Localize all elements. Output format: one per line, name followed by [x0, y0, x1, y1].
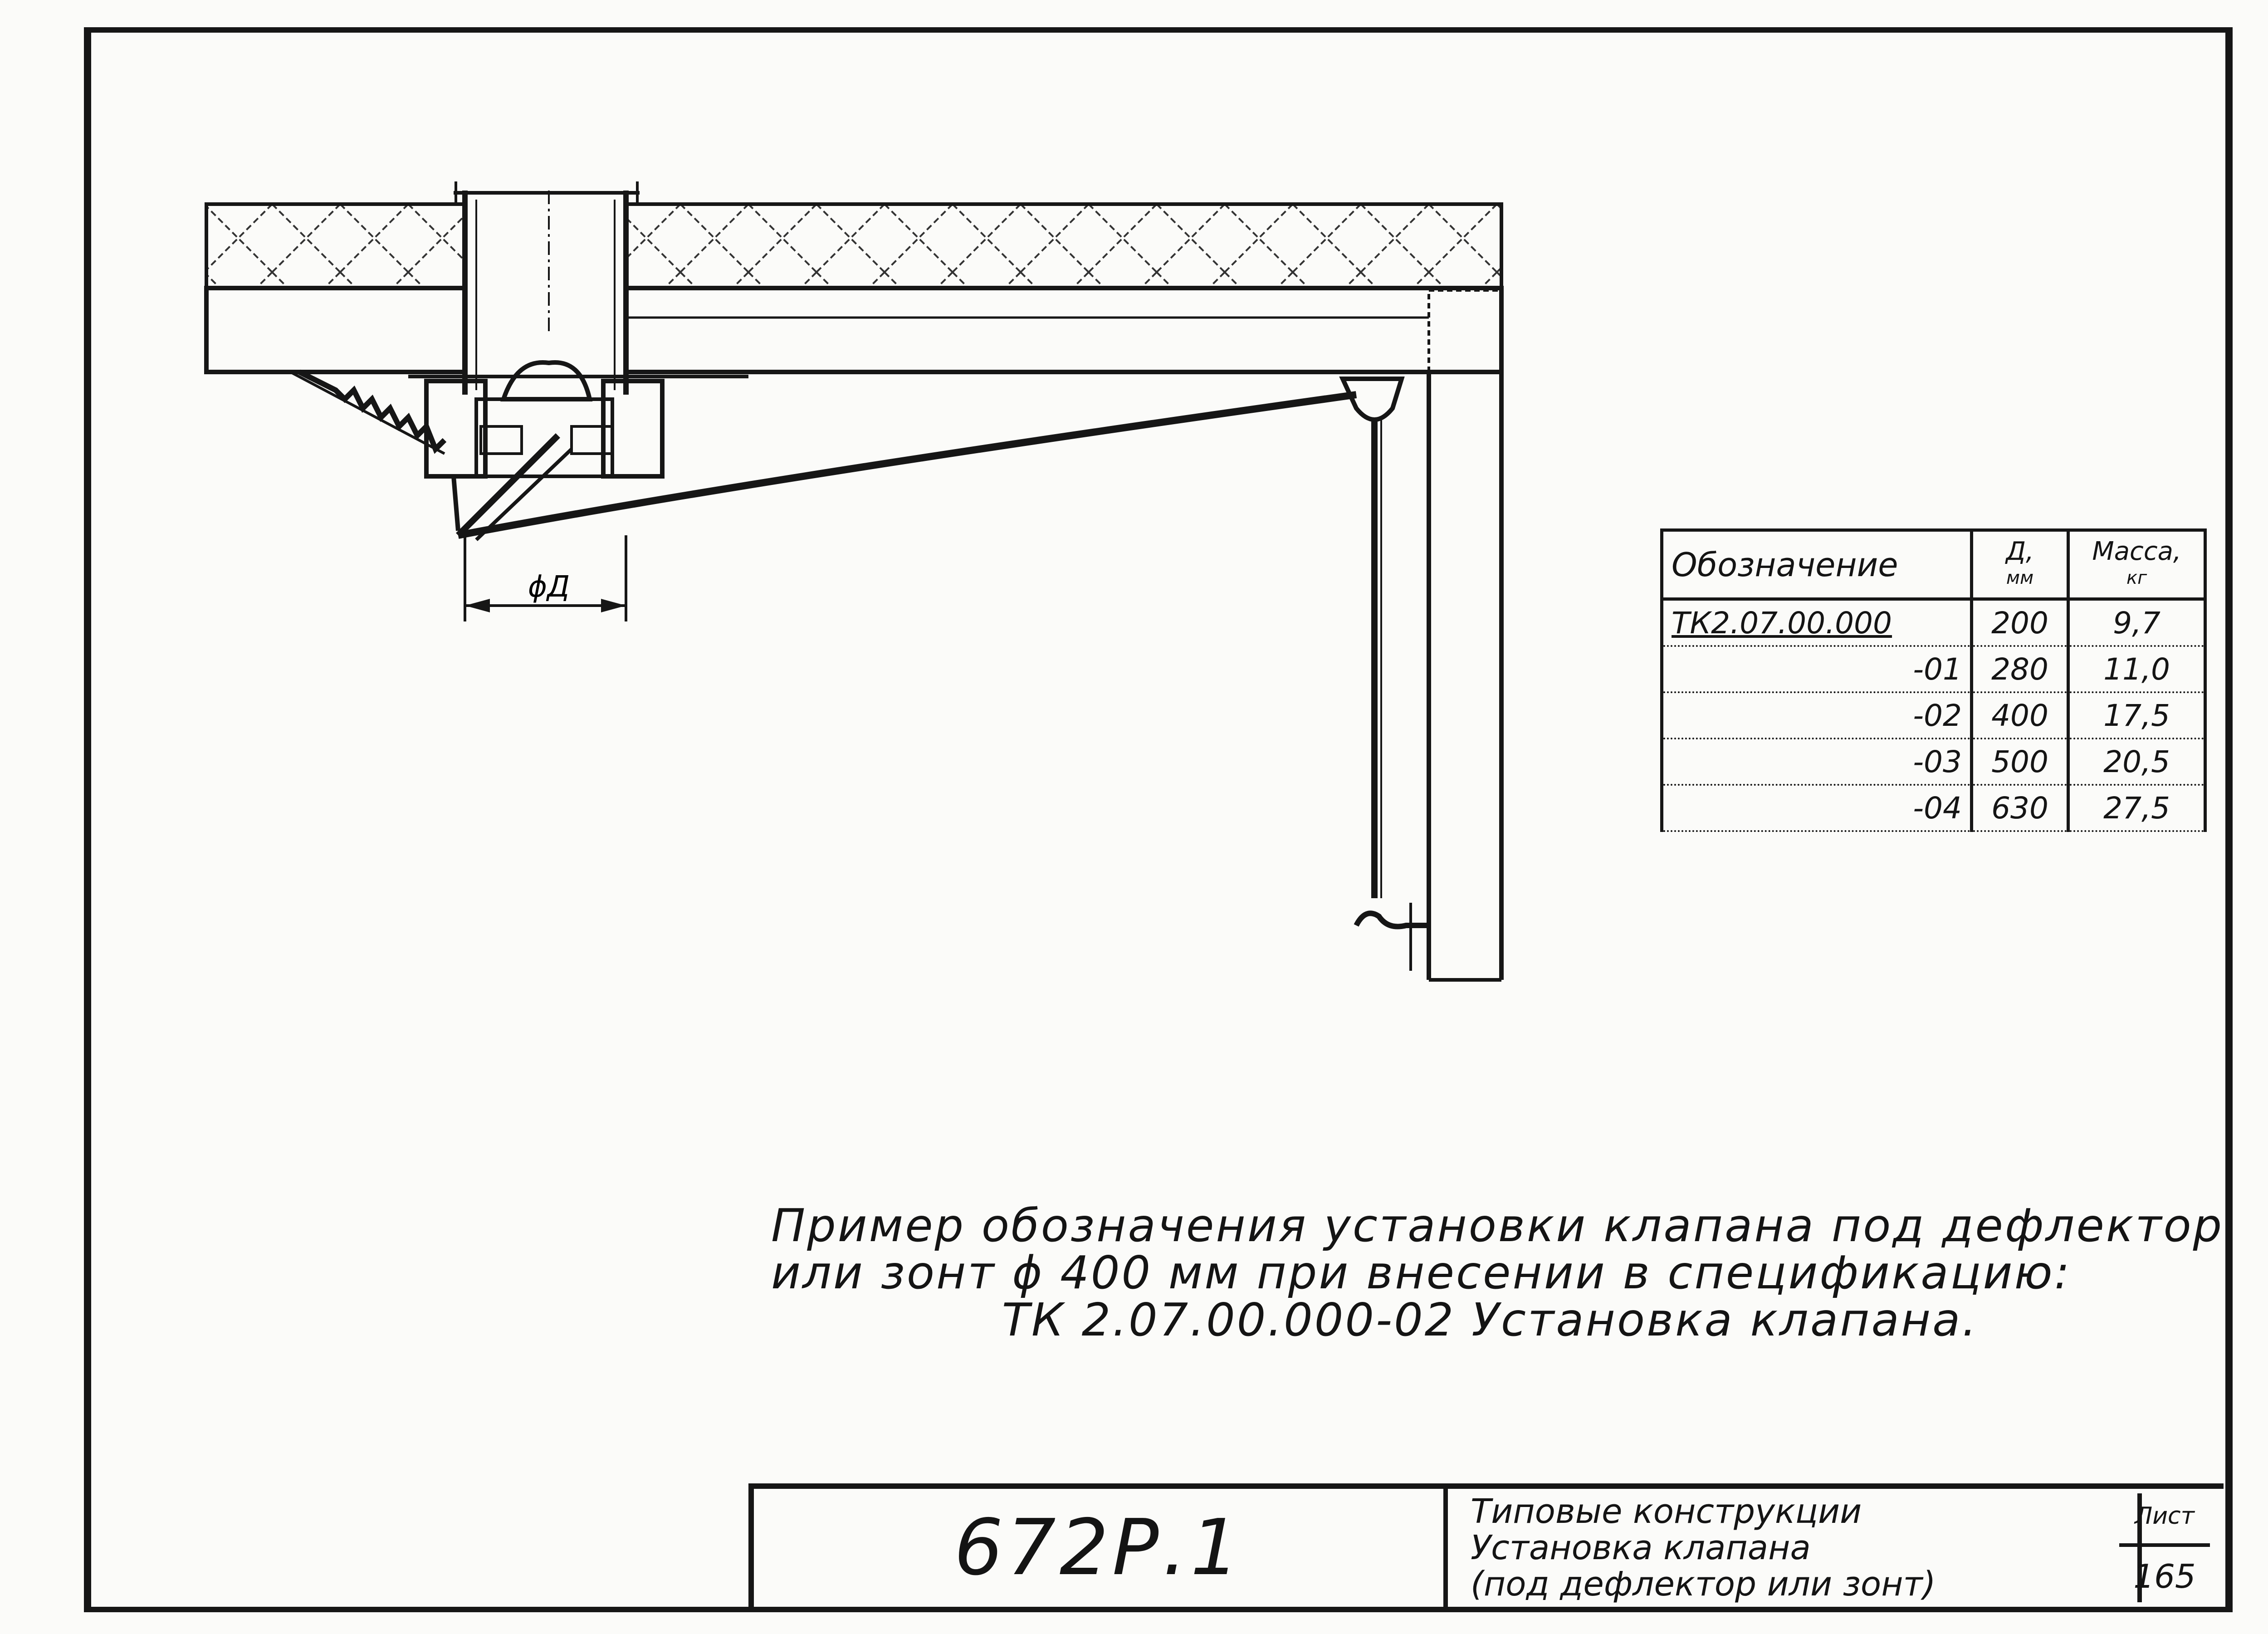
designation-example-note: Пример обозначения установки клапана под…: [771, 1199, 2224, 1346]
title-line-1: Типовые конструкции: [1471, 1492, 1862, 1531]
row-designation: -01: [1660, 645, 1973, 693]
roof-slab: [204, 286, 1504, 374]
specification-table: Обозначение Д, мм Масса, кг ТК2.07.00.00…: [1660, 528, 2207, 832]
title-block: 672Р.1 Типовые конструкции Установка кла…: [748, 1483, 2224, 1607]
document-title: Типовые конструкции Установка клапана (п…: [1448, 1493, 2142, 1602]
table-row: -03 500 20,5: [1660, 738, 2207, 786]
note-line-3: ТК 2.07.00.000-02 Установка клапана.: [1002, 1293, 1979, 1346]
diameter-dimension-label: ϕД: [528, 570, 570, 604]
row-designation: -04: [1660, 784, 1973, 832]
row-mass: 17,5: [2067, 691, 2207, 739]
row-designation: -02: [1660, 691, 1973, 739]
pulley: [1339, 377, 1405, 422]
table-row: -01 280 11,0: [1660, 645, 2207, 693]
row-mass: 27,5: [2067, 784, 2207, 832]
note-line-2: или зонт ϕ 400 мм при внесении в специфи…: [771, 1246, 2072, 1299]
table-row: -04 630 27,5: [1660, 784, 2207, 832]
row-designation: -03: [1660, 738, 1973, 786]
support-column: [1427, 289, 1504, 982]
header-designation: Обозначение: [1660, 528, 1973, 601]
title-line-2: Установка клапана: [1471, 1528, 1811, 1567]
sheet-cell: Лист 165: [2119, 1489, 2210, 1607]
damper-flap: [456, 433, 573, 541]
row-mass: 9,7: [2067, 598, 2207, 647]
table-row: ТК2.07.00.000 200 9,7: [1660, 598, 2207, 647]
row-designation: ТК2.07.00.000: [1660, 598, 1973, 647]
sheet-frame: [84, 27, 2233, 1612]
sheet-label: Лист: [2119, 1489, 2210, 1547]
header-diameter: Д, мм: [1970, 528, 2070, 601]
row-diameter: 400: [1970, 691, 2070, 739]
bellows: [298, 369, 447, 454]
header-mass-line1: Масса,: [2092, 536, 2181, 566]
header-diameter-line1: Д,: [2006, 536, 2034, 566]
row-diameter: 500: [1970, 738, 2070, 786]
row-diameter: 200: [1970, 598, 2070, 647]
row-diameter: 630: [1970, 784, 2070, 832]
title-line-3: (под дефлектор или зонт): [1471, 1565, 1936, 1604]
table-row: -02 400 17,5: [1660, 691, 2207, 739]
header-mass-line2: кг: [2126, 567, 2147, 588]
hanging-rod: [1354, 417, 1429, 971]
document-code: 672Р.1: [754, 1489, 1448, 1607]
row-mass: 11,0: [2067, 645, 2207, 693]
row-mass: 20,5: [2067, 738, 2207, 786]
valve-body: [408, 360, 748, 531]
diameter-dimension: ϕД: [464, 535, 627, 621]
duct-shaft: [454, 181, 640, 395]
row-diameter: 280: [1970, 645, 2070, 693]
header-diameter-line2: мм: [2006, 567, 2034, 588]
header-mass: Масса, кг: [2067, 528, 2207, 601]
tension-rod: [457, 391, 1357, 539]
note-line-1: Пример обозначения установки клапана под…: [771, 1199, 2224, 1252]
sheet-number: 165: [2133, 1557, 2196, 1595]
table-header-row: Обозначение Д, мм Масса, кг: [1660, 528, 2207, 601]
roof-insulation-layer: [205, 202, 1503, 290]
